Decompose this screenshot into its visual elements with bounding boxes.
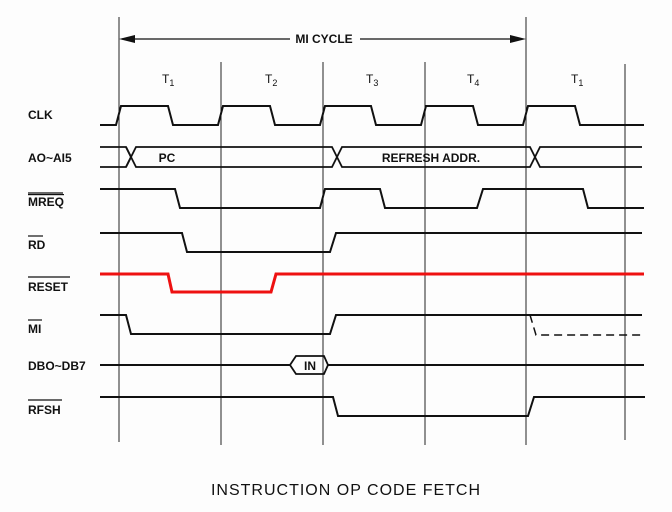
t-state-label: T1 bbox=[571, 72, 583, 88]
arrow-head-left-icon bbox=[119, 35, 135, 43]
waveform-mi-dashed bbox=[529, 314, 644, 336]
signal-label-db: DBO~DB7 bbox=[28, 359, 86, 373]
waveform-mreq bbox=[100, 188, 644, 209]
signal-label-mreq: MREQ bbox=[28, 195, 64, 209]
cycle-label: MI CYCLE bbox=[295, 32, 352, 46]
signal-label-rd: RD bbox=[28, 238, 46, 252]
t-state-label: T1 bbox=[162, 72, 174, 88]
arrow-head-right-icon bbox=[510, 35, 526, 43]
t-state-boundaries bbox=[118, 17, 626, 445]
diagram-caption: INSTRUCTION OP CODE FETCH bbox=[211, 482, 481, 499]
signal-label-rfsh: RFSH bbox=[28, 403, 61, 417]
t-state-label: T4 bbox=[467, 72, 479, 88]
waveform-mi bbox=[100, 314, 642, 335]
signal-label-reset: RESET bbox=[28, 280, 69, 294]
addr-segment-pc: PC bbox=[159, 151, 176, 165]
addr-segment-refresh: REFRESH ADDR. bbox=[382, 151, 480, 165]
mi-cycle-arrow: MI CYCLE bbox=[119, 32, 526, 46]
waveform-addr: PC REFRESH ADDR. bbox=[100, 146, 642, 168]
waveform-rfsh bbox=[100, 396, 645, 417]
t-state-label: T2 bbox=[265, 72, 277, 88]
signal-label-clk: CLK bbox=[28, 108, 53, 122]
db-segment-in: IN bbox=[304, 359, 316, 373]
waveform-reset bbox=[100, 272, 644, 294]
signal-label-mi: MI bbox=[28, 322, 41, 336]
waveform-db: IN bbox=[100, 355, 644, 375]
t-state-labels: T1 T2 T3 T4 T1 bbox=[162, 72, 583, 88]
waveform-clk bbox=[100, 105, 644, 126]
signal-label-addr: AO~AI5 bbox=[28, 151, 72, 165]
signal-labels: CLK AO~AI5 MREQ RD RESET MI DBO~DB7 RFSH bbox=[28, 108, 86, 417]
t-state-label: T3 bbox=[366, 72, 378, 88]
waveform-rd bbox=[100, 232, 642, 253]
